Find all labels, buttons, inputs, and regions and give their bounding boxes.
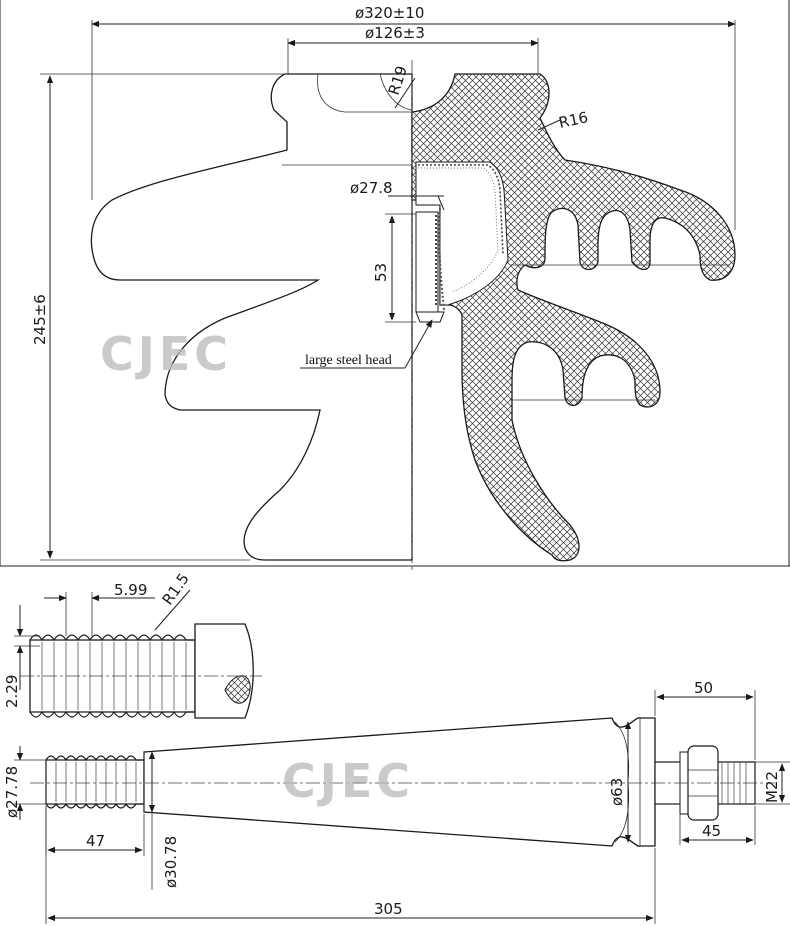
dim-shank-diameter: ø30.78 <box>162 836 180 888</box>
steel-head-pin <box>415 211 445 323</box>
label-steel-head: large steel head <box>305 353 392 368</box>
pin-dimensions <box>14 690 790 924</box>
insulator-right-section <box>411 73 736 562</box>
frame <box>0 0 790 567</box>
dim-total-length: 305 <box>374 900 403 918</box>
pin-dimension-labels: ø27.78 47 ø30.78 305 ø63 50 45 M22 <box>3 679 781 918</box>
dim-r16: R16 <box>557 108 590 132</box>
dim-cap-diameter: ø126±3 <box>365 24 425 42</box>
thread-detail <box>20 623 262 719</box>
dim-r15: R1.5 <box>159 570 193 608</box>
pin-body <box>30 717 775 847</box>
dim-outer-diameter: ø320±10 <box>355 4 424 22</box>
dim-nut-length: 45 <box>702 822 721 840</box>
thread-dimensions <box>14 589 191 690</box>
dim-pin-diameter: ø27.8 <box>350 179 393 197</box>
top-dimensions <box>40 20 736 561</box>
dim-thread-diameter: ø27.78 <box>3 766 21 818</box>
insulator-left-outline <box>90 73 413 561</box>
dim-pin-depth: 53 <box>372 263 390 282</box>
watermark-top: CJEC <box>100 327 232 381</box>
watermark-bottom: CJEC <box>282 754 414 808</box>
dim-thread-size: M22 <box>763 771 781 803</box>
dim-head-diameter: ø63 <box>608 778 626 806</box>
dim-bolt-length: 50 <box>694 679 713 697</box>
dim-pitch: 5.99 <box>114 581 147 599</box>
dim-thread-depth: 2.29 <box>3 675 21 708</box>
top-dimension-labels: ø320±10 ø126±3 R19 R16 ø27.8 53 245±6 la… <box>31 4 590 368</box>
dim-thread-length: 47 <box>86 832 105 850</box>
dim-height: 245±6 <box>31 294 49 345</box>
